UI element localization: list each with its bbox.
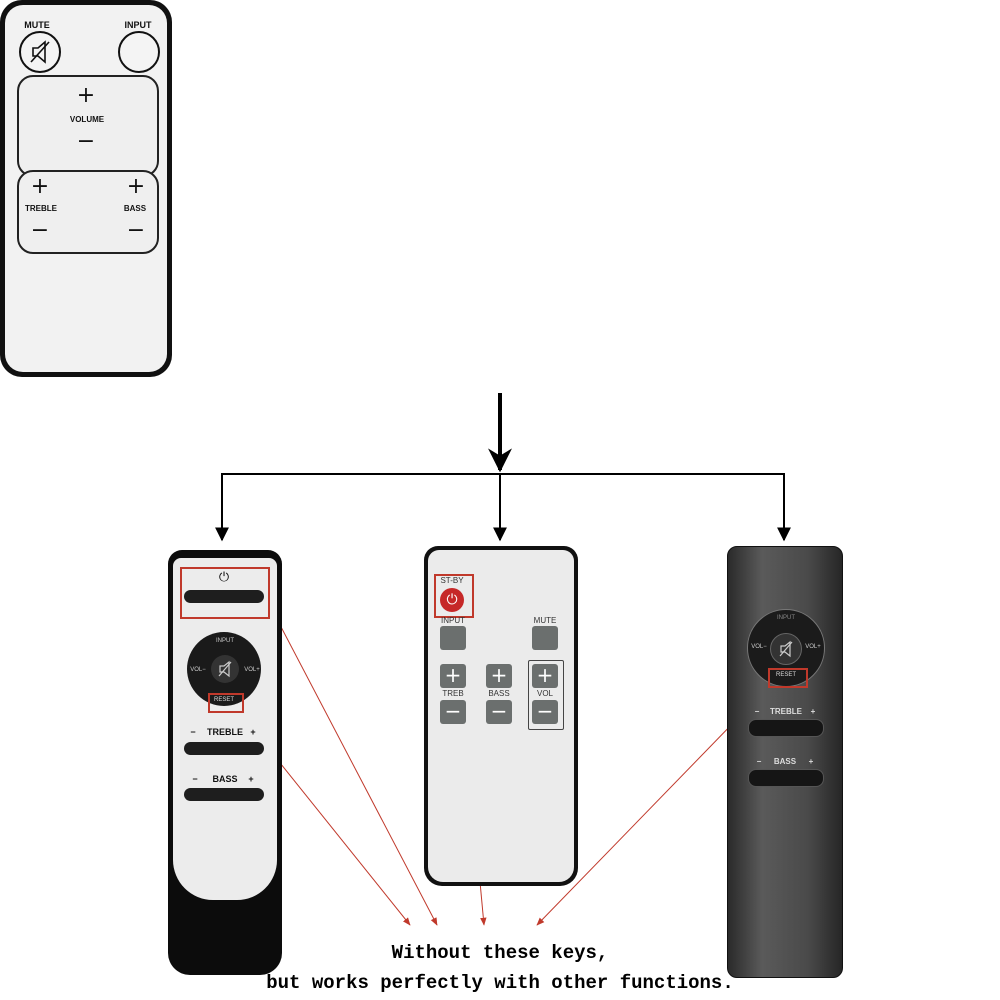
middle-mute-label: MUTE [533, 616, 557, 625]
caption-line-1: Without these keys, [391, 942, 609, 964]
right-reset-highlight [768, 668, 808, 688]
left-reset-label: RESET [213, 697, 234, 703]
treb-down-button[interactable]: − [440, 700, 466, 724]
right-mute-button[interactable] [770, 633, 802, 665]
right-vol-minus-label: VOL− [751, 644, 767, 650]
left-treble-rocker[interactable] [184, 742, 264, 755]
middle-remote: ST-BY ⏻ INPUT MUTE + TREB − + BASS − + V… [424, 546, 578, 886]
left-treble-minus: − [190, 727, 196, 737]
bass-up-button[interactable]: + [126, 174, 146, 199]
middle-vol-label: VOL [536, 689, 553, 698]
left-bass-label: BASS [212, 774, 238, 784]
treble-down-button[interactable]: − [30, 218, 50, 243]
middle-vol-down-button[interactable]: − [532, 700, 558, 724]
left-remote: ⏻ INPUT VOL− VOL+ RESET − TREBLE + − BAS… [168, 550, 282, 975]
volume-label: VOLUME [69, 115, 105, 124]
left-input-label: INPUT [216, 638, 234, 644]
right-vol-plus-label: VOL+ [805, 644, 821, 650]
middle-bass-up-button[interactable]: + [486, 664, 512, 688]
standby-label: ST-BY [440, 576, 464, 585]
right-bass-minus: − [756, 757, 762, 766]
treb-up-button[interactable]: + [440, 664, 466, 688]
volume-up-button[interactable]: + [76, 83, 96, 108]
middle-input-button[interactable] [440, 626, 466, 650]
middle-mute-button[interactable] [532, 626, 558, 650]
right-treble-plus: + [810, 707, 816, 716]
left-bass-minus: − [192, 774, 198, 784]
middle-vol-up-button[interactable]: + [532, 664, 558, 688]
right-treble-rocker[interactable] [748, 719, 824, 737]
middle-input-label: INPUT [441, 616, 465, 625]
branch-line [221, 473, 785, 540]
tone-pad: + TREBLE − + BASS − [17, 170, 159, 254]
middle-standby-highlight [434, 574, 474, 618]
treb-label: TREB [442, 689, 464, 698]
left-mute-button[interactable] [211, 655, 239, 683]
mute-label: MUTE [24, 20, 50, 30]
right-reset-label: RESET [775, 672, 796, 678]
bass-down-button[interactable]: − [126, 218, 146, 243]
mute-icon [30, 40, 50, 64]
right-bass-label: BASS [773, 757, 797, 766]
left-bass-plus: + [248, 774, 254, 784]
left-reset-highlight [208, 693, 244, 713]
standby-button[interactable]: ⏻ [440, 588, 464, 612]
left-treble-label: TREBLE [207, 727, 243, 737]
top-remote: MUTE INPUT + VOLUME − + TREBLE − + BASS … [0, 0, 172, 377]
volume-down-button[interactable]: − [76, 129, 96, 154]
right-remote: INPUT VOL− VOL+ RESET − TREBLE + − BASS … [727, 546, 843, 978]
input-button[interactable] [118, 31, 160, 73]
mute-button[interactable] [19, 31, 61, 73]
right-bass-rocker[interactable] [748, 769, 824, 787]
vol-group-frame [528, 660, 564, 730]
right-treble-minus: − [754, 707, 760, 716]
right-bass-plus: + [808, 757, 814, 766]
middle-bass-label: BASS [488, 689, 510, 698]
left-vol-plus-label: VOL+ [244, 667, 260, 673]
bass-label: BASS [123, 204, 147, 213]
right-treble-label: TREBLE [770, 707, 802, 716]
left-mute-icon [218, 660, 232, 678]
left-bass-rocker[interactable] [184, 788, 264, 801]
left-remote-face [173, 558, 277, 900]
power-icon: ⏻ [218, 570, 230, 585]
volume-pad: + VOLUME − [17, 75, 159, 177]
right-mute-icon [779, 640, 793, 658]
caption-line-2: but works perfectly with other functions… [266, 972, 734, 994]
red-pointer-1 [267, 601, 438, 926]
middle-bass-down-button[interactable]: − [486, 700, 512, 724]
left-power-button[interactable] [184, 590, 264, 603]
left-treble-plus: + [250, 727, 256, 737]
left-vol-minus-label: VOL− [190, 667, 206, 673]
treble-label: TREBLE [25, 204, 57, 213]
left-standby-highlight [180, 567, 270, 619]
treble-up-button[interactable]: + [30, 174, 50, 199]
input-label: INPUT [124, 20, 152, 30]
top-remote-face: MUTE INPUT + VOLUME − + TREBLE − + BASS … [5, 5, 167, 372]
right-input-label: INPUT [777, 615, 795, 621]
